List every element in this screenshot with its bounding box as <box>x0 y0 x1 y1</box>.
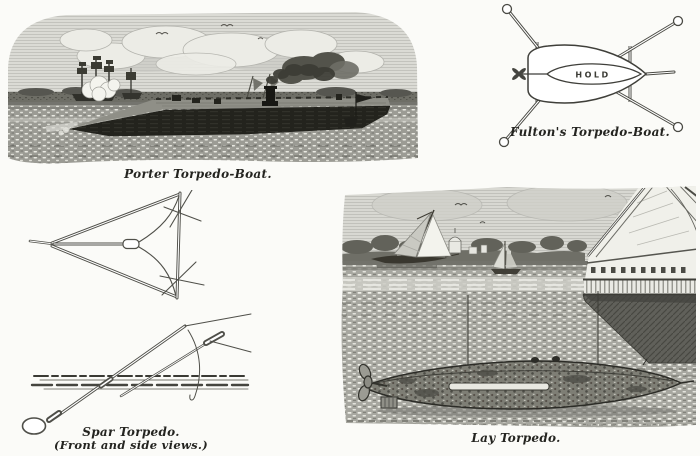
lay-foreground-ripples <box>347 420 692 426</box>
figure-fulton-torpedo-boat: HOLD <box>440 0 696 148</box>
spar-ship-side-lines <box>30 375 250 390</box>
spar-torpedo-diagram <box>21 190 252 435</box>
porter-funnel <box>262 86 278 106</box>
figure-lay-torpedo <box>337 183 698 429</box>
spar-front-view <box>28 190 205 300</box>
figure-porter-torpedo-boat <box>6 6 422 166</box>
spar-subcaption: (Front and side views.) <box>54 438 208 452</box>
porter-caption: Porter Torpedo-Boat. <box>124 167 272 181</box>
spar-torpedo-head <box>21 410 62 435</box>
lay-small-sailboat <box>491 241 521 274</box>
fulton-torpedo-charges <box>498 3 684 148</box>
porter-stern-flag <box>344 92 373 127</box>
porter-explosion-puff <box>81 75 121 102</box>
porter-sky <box>8 12 418 108</box>
fulton-hull: HOLD <box>522 44 648 104</box>
fulton-torpedo-spars <box>502 7 680 144</box>
fulton-torpedo-boat-diagram: HOLD <box>498 3 684 148</box>
lay-torpedo-propeller-icon <box>357 363 398 409</box>
lay-birds <box>454 195 612 224</box>
spar-side-view <box>21 313 252 435</box>
lay-torpedo-rods <box>467 291 599 368</box>
porter-funnel-smoke <box>266 64 335 84</box>
lay-warship-bow <box>582 186 697 377</box>
lay-warship-railing <box>583 278 697 296</box>
fulton-propeller-icon <box>512 68 526 80</box>
figure-spar-torpedo <box>4 190 254 438</box>
lay-warship-windows <box>591 267 686 273</box>
lay-torpedo-illustration <box>341 186 697 428</box>
lay-sailboats <box>371 209 521 274</box>
lay-caption: Lay Torpedo. <box>471 431 561 445</box>
lay-torpedo-hull <box>357 356 695 417</box>
porter-birds <box>155 24 264 40</box>
porter-ships <box>72 56 279 102</box>
fulton-caption: Fulton's Torpedo-Boat. <box>510 125 670 139</box>
porter-boat-hull <box>45 64 391 137</box>
spar-caption: Spar Torpedo. <box>82 425 180 439</box>
porter-torpedo-boat-illustration <box>8 12 418 164</box>
fulton-hull-label: HOLD <box>575 71 610 80</box>
